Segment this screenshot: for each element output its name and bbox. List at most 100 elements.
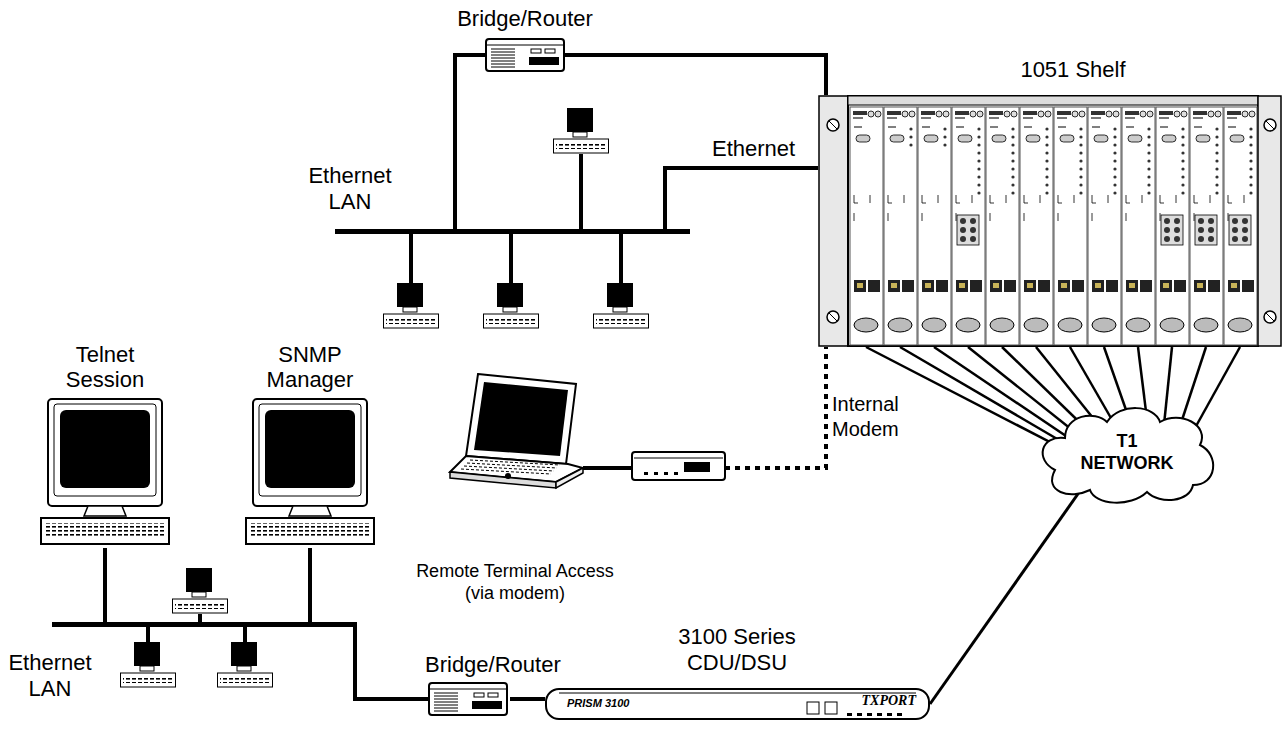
modem-box (664, 472, 668, 475)
bridge-router-art (487, 45, 563, 46)
equipment-shelf-art (818, 95, 1282, 347)
equipment-shelf-art (829, 313, 837, 321)
equipment-shelf-art (1249, 111, 1255, 117)
equipment-shelf-art (1125, 111, 1139, 115)
equipment-shelf-art (888, 195, 904, 221)
equipment-shelf-art (1249, 191, 1252, 194)
workstation-art (245, 398, 375, 548)
equipment-shelf-art (960, 218, 966, 224)
equipment-shelf-art (854, 127, 862, 128)
equipment-shelf-art (1092, 195, 1108, 221)
equipment-shelf-art (989, 111, 1003, 115)
equipment-shelf-art (1163, 283, 1169, 288)
equipment-shelf-art (1198, 218, 1204, 224)
ethernet-bus: Ethernet LAN (52, 622, 357, 627)
equipment-shelf-art (918, 107, 951, 345)
equipment-shelf-art (1038, 111, 1044, 117)
equipment-shelf-art (1045, 151, 1048, 154)
network-link (930, 491, 1080, 704)
equipment-shelf-art (829, 121, 837, 129)
network-link (565, 55, 826, 95)
equipment-shelf-art (902, 280, 914, 292)
equipment-shelf-art (1125, 117, 1135, 119)
bridge-router-art (491, 55, 515, 56)
equipment-shelf-art (1079, 143, 1082, 146)
bridge-router-art (434, 696, 458, 697)
equipment-shelf-art (1230, 135, 1244, 142)
equipment-shelf-art (1249, 183, 1252, 186)
network-link (565, 55, 826, 95)
network-link (665, 168, 818, 229)
equipment-shelf-art (1058, 127, 1066, 128)
equipment-shelf-art (977, 111, 983, 117)
laptop-terminal-art (450, 472, 556, 488)
equipment-shelf-art (1181, 143, 1184, 146)
device-label: 3100 Series CDU/DSU (657, 624, 817, 676)
network-link (103, 548, 107, 622)
equipment-shelf-art (1174, 236, 1180, 242)
equipment-shelf-art (970, 218, 976, 224)
equipment-shelf-art (827, 311, 839, 323)
equipment-shelf-art (1126, 127, 1134, 128)
equipment-shelf-art (868, 111, 874, 117)
equipment-shelf-art (925, 283, 931, 288)
equipment-shelf-art (1147, 183, 1150, 186)
equipment-shelf-art (1190, 107, 1223, 345)
equipment-shelf-art (1045, 143, 1048, 146)
network-cloud: T1 NETWORK (1035, 400, 1220, 505)
equipment-shelf-art (1024, 280, 1036, 292)
equipment-shelf-art (854, 195, 870, 221)
bridge-router-art (485, 38, 565, 72)
equipment-shelf-art (955, 111, 969, 115)
network-link (583, 347, 826, 468)
bridge-router-art (434, 705, 458, 706)
equipment-shelf-art (922, 280, 934, 292)
equipment-shelf-art (1215, 159, 1218, 162)
equipment-shelf-art (1215, 183, 1218, 186)
lan-stations (243, 627, 247, 642)
equipment-shelf-art (1242, 218, 1248, 224)
equipment-shelf-art (1106, 280, 1118, 292)
equipment-shelf-art (1181, 135, 1184, 138)
equipment-shelf-art (1164, 218, 1170, 224)
workstation-art (48, 399, 162, 506)
equipment-shelf-art (1091, 117, 1101, 119)
laptop-terminal-art (461, 469, 551, 474)
equipment-shelf-art (1011, 191, 1014, 194)
equipment-shelf-art (1072, 111, 1078, 117)
equipment-shelf-art (1249, 135, 1252, 138)
equipment-shelf-art (1232, 218, 1238, 224)
modem-box (654, 472, 658, 475)
equipment-shelf-art (1113, 159, 1116, 162)
equipment-shelf-art (890, 135, 904, 142)
workstation-art (54, 404, 156, 496)
equipment-shelf-art (1215, 167, 1218, 170)
device-label: SNMP Manager (235, 342, 385, 392)
device-label: Bridge/Router (440, 6, 610, 32)
equipment-shelf-art (1004, 111, 1010, 117)
equipment-shelf-art (1264, 311, 1276, 323)
equipment-shelf-art (977, 151, 980, 154)
equipment-shelf-art (1113, 151, 1116, 154)
equipment-shelf-art (956, 318, 980, 332)
equipment-shelf-art (1058, 195, 1074, 221)
equipment-shelf-art (1181, 127, 1184, 130)
modem-box (632, 452, 725, 480)
network-link (510, 697, 545, 701)
equipment-shelf-art (960, 227, 966, 233)
equipment-shelf-art (868, 280, 880, 292)
network-link (308, 548, 312, 622)
equipment-shelf-art (1208, 236, 1214, 242)
device-label: Telnet Session (50, 342, 160, 392)
equipment-shelf-art (922, 195, 938, 221)
equipment-shelf-art (1147, 151, 1150, 154)
csu-dsu-unit: 3100 Series CDU/DSUPRISM 3100TXPORT (545, 688, 930, 720)
small-workstation (121, 108, 649, 687)
dotted-link (725, 347, 826, 468)
equipment-shelf-art (943, 127, 946, 130)
link-label: Ethernet (712, 136, 795, 162)
network-link (355, 625, 428, 700)
equipment-shelf-art (1122, 107, 1155, 345)
equipment-shelf-art (1079, 175, 1082, 178)
equipment-shelf-art (1045, 175, 1048, 178)
